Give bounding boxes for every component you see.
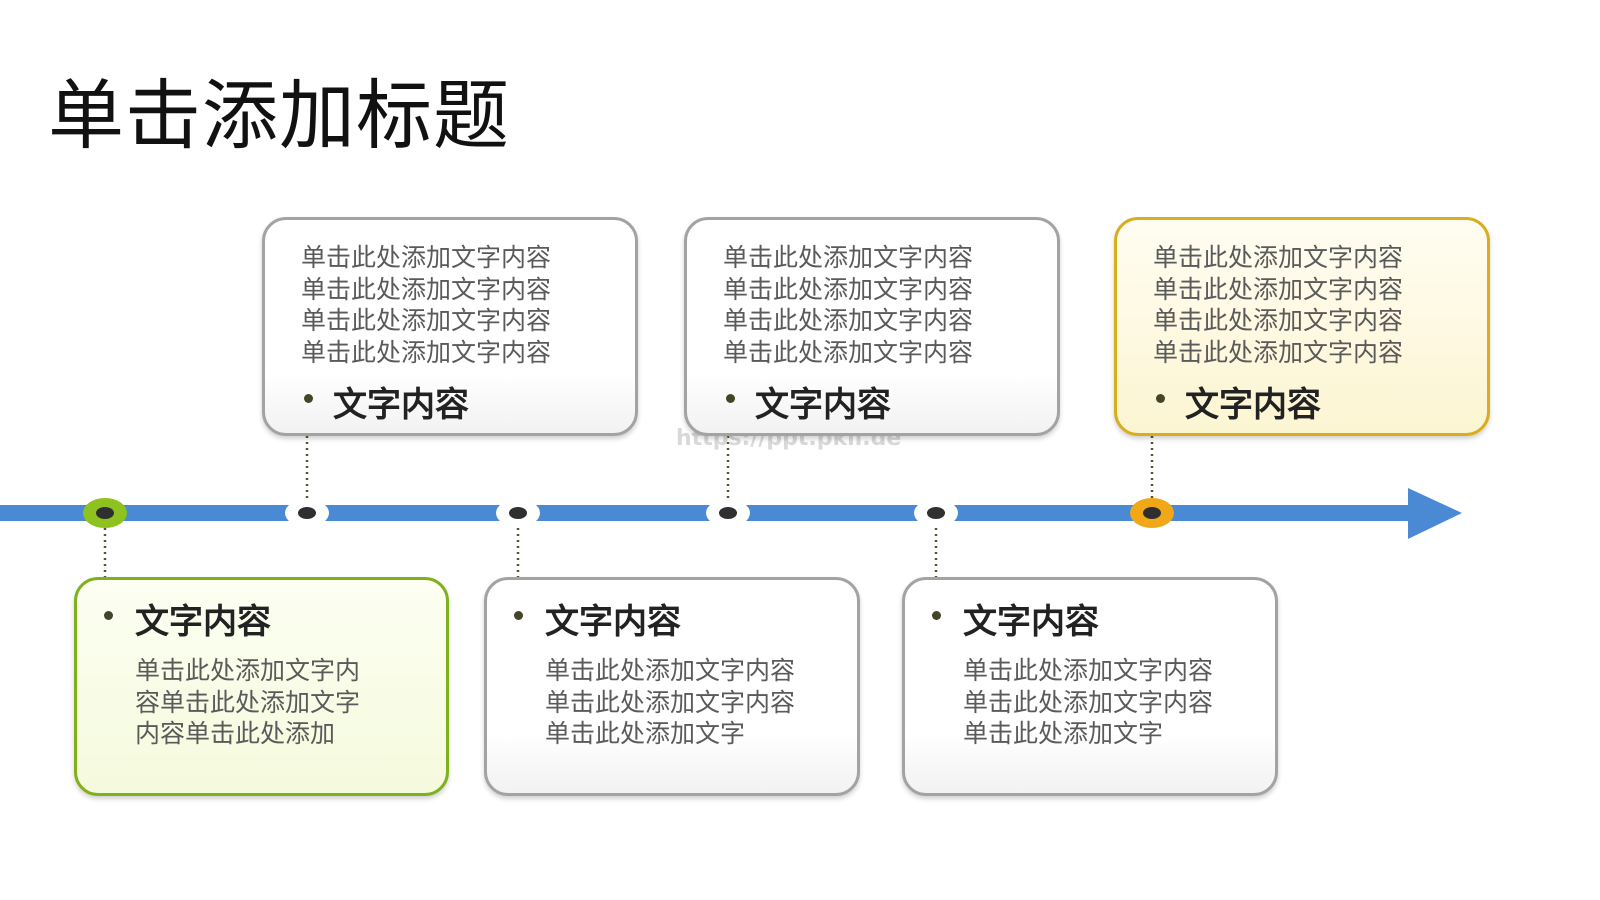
card-line: 单击此处添加文字内容 (545, 656, 796, 685)
card-line: 单击此处添加文字内容 (723, 306, 974, 335)
card-heading: 文字内容 (1185, 385, 1321, 425)
card-line: 单击此处添加文字内容 (301, 243, 552, 272)
card-line: 单击此处添加文字内容 (723, 243, 974, 272)
card-line: 单击此处添加文字内容 (1153, 243, 1404, 272)
timeline-card-top-2[interactable]: 单击此处添加文字内容 单击此处添加文字内容 单击此处添加文字内容 单击此处添加文… (684, 217, 1060, 436)
card-line: 单击此处添加文字内容 (1153, 337, 1404, 367)
card-heading: 文字内容 (135, 602, 271, 642)
card-body-text: 单击此处添加文字内容 单击此处添加文字内容 单击此处添加文字内容 单击此处添加文… (723, 242, 973, 368)
card-heading: 文字内容 (755, 385, 891, 425)
axis-arrowhead (1408, 488, 1462, 539)
timeline-card-bottom-1[interactable]: 文字内容 单击此处添加文字内 容单击此处添加文字 内容单击此处添加 (74, 577, 449, 796)
card-line: 单击此处添加文字内容 (301, 306, 552, 335)
card-line: 单击此处添加文字内容 (1153, 274, 1404, 304)
timeline-card-top-1[interactable]: 单击此处添加文字内容 单击此处添加文字内容 单击此处添加文字内容 单击此处添加文… (262, 217, 638, 436)
card-body-text: 单击此处添加文字内容 单击此处添加文字内容 单击此处添加文字 (963, 655, 1213, 750)
milestone-marker-5 (914, 499, 958, 527)
card-body-text: 单击此处添加文字内容 单击此处添加文字内容 单击此处添加文字 (545, 655, 795, 750)
milestone-marker-2 (285, 499, 329, 527)
card-body-text: 单击此处添加文字内容 单击此处添加文字内容 单击此处添加文字内容 单击此处添加文… (301, 242, 551, 368)
card-line: 单击此处添加文字 (963, 719, 1164, 748)
card-line: 单击此处添加文字内 (135, 656, 361, 685)
milestone-marker-6 (1130, 498, 1174, 528)
bullet-dot (1156, 394, 1165, 403)
bullet-dot (932, 611, 941, 620)
milestone-marker-4 (706, 499, 750, 527)
card-heading: 文字内容 (545, 602, 681, 642)
milestone-marker-1 (83, 498, 127, 528)
timeline-card-bottom-2[interactable]: 文字内容 单击此处添加文字内容 单击此处添加文字内容 单击此处添加文字 (484, 577, 860, 796)
bullet-dot (304, 394, 313, 403)
card-line: 单击此处添加文字内容 (301, 274, 552, 304)
card-line: 单击此处添加文字内容 (1153, 306, 1404, 335)
card-line: 单击此处添加文字内容 (545, 687, 796, 717)
timeline-card-bottom-3[interactable]: 文字内容 单击此处添加文字内容 单击此处添加文字内容 单击此处添加文字 (902, 577, 1278, 796)
bullet-dot (726, 394, 735, 403)
card-line: 内容单击此处添加 (135, 719, 336, 748)
milestone-marker-3 (496, 499, 540, 527)
card-body-text: 单击此处添加文字内 容单击此处添加文字 内容单击此处添加 (135, 655, 360, 750)
bullet-dot (514, 611, 523, 620)
timeline-card-top-3[interactable]: 单击此处添加文字内容 单击此处添加文字内容 单击此处添加文字内容 单击此处添加文… (1114, 217, 1490, 436)
card-line: 单击此处添加文字内容 (723, 274, 974, 304)
card-line: 单击此处添加文字内容 (963, 656, 1214, 685)
card-heading: 文字内容 (333, 385, 469, 425)
slide-title: 单击添加标题 (48, 71, 510, 160)
card-line: 单击此处添加文字内容 (301, 337, 552, 367)
card-line: 容单击此处添加文字 (135, 687, 361, 717)
card-body-text: 单击此处添加文字内容 单击此处添加文字内容 单击此处添加文字内容 单击此处添加文… (1153, 242, 1403, 368)
card-heading: 文字内容 (963, 602, 1099, 642)
card-line: 单击此处添加文字内容 (963, 687, 1214, 717)
card-line: 单击此处添加文字 (545, 719, 746, 748)
bullet-dot (104, 611, 113, 620)
card-line: 单击此处添加文字内容 (723, 337, 974, 367)
